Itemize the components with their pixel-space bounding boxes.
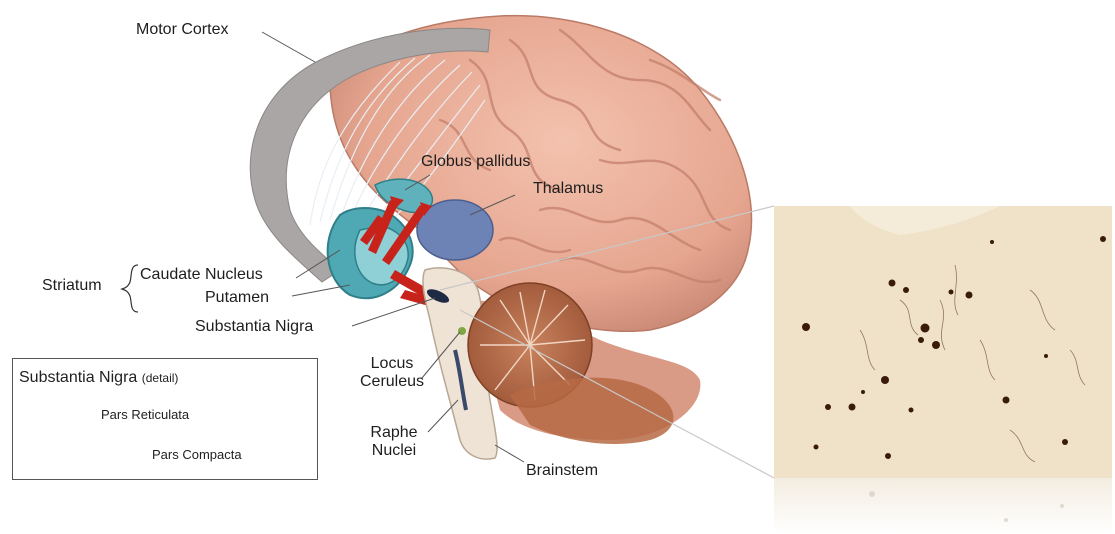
raphe-nuclei-line2: Nuclei bbox=[366, 442, 422, 460]
substantia-nigra-label: Substantia Nigra bbox=[195, 318, 313, 336]
detail-box-title-text: Substantia Nigra bbox=[19, 369, 137, 386]
striatum-brace bbox=[122, 265, 138, 312]
thalamus-label: Thalamus bbox=[533, 180, 603, 198]
locus-ceruleus-line2: Ceruleus bbox=[360, 373, 424, 391]
raphe-nuclei-line1: Raphe bbox=[366, 424, 422, 442]
substantia-nigra-detail-box: Substantia Nigra (detail) Pars Reticulat… bbox=[12, 358, 318, 480]
detail-box-title: Substantia Nigra (detail) bbox=[19, 369, 178, 387]
raphe-nuclei-label: Raphe Nuclei bbox=[366, 424, 422, 460]
pars-reticulata-label: Pars Reticulata bbox=[101, 407, 189, 422]
striatum-label: Striatum bbox=[42, 277, 102, 295]
locus-ceruleus-dot bbox=[458, 327, 466, 335]
locus-ceruleus-label: Locus Ceruleus bbox=[360, 355, 424, 391]
micrograph-panel bbox=[774, 206, 1112, 534]
caudate-nucleus-label: Caudate Nucleus bbox=[140, 266, 263, 284]
putamen-label: Putamen bbox=[205, 289, 269, 307]
locus-ceruleus-line1: Locus bbox=[360, 355, 424, 373]
detail-box-title-note: (detail) bbox=[142, 371, 179, 385]
motor-cortex-label: Motor Cortex bbox=[136, 21, 228, 39]
brainstem-label: Brainstem bbox=[526, 462, 598, 480]
globus-pallidus-label: Globus pallidus bbox=[421, 153, 530, 171]
pars-compacta-label: Pars Compacta bbox=[152, 447, 242, 462]
